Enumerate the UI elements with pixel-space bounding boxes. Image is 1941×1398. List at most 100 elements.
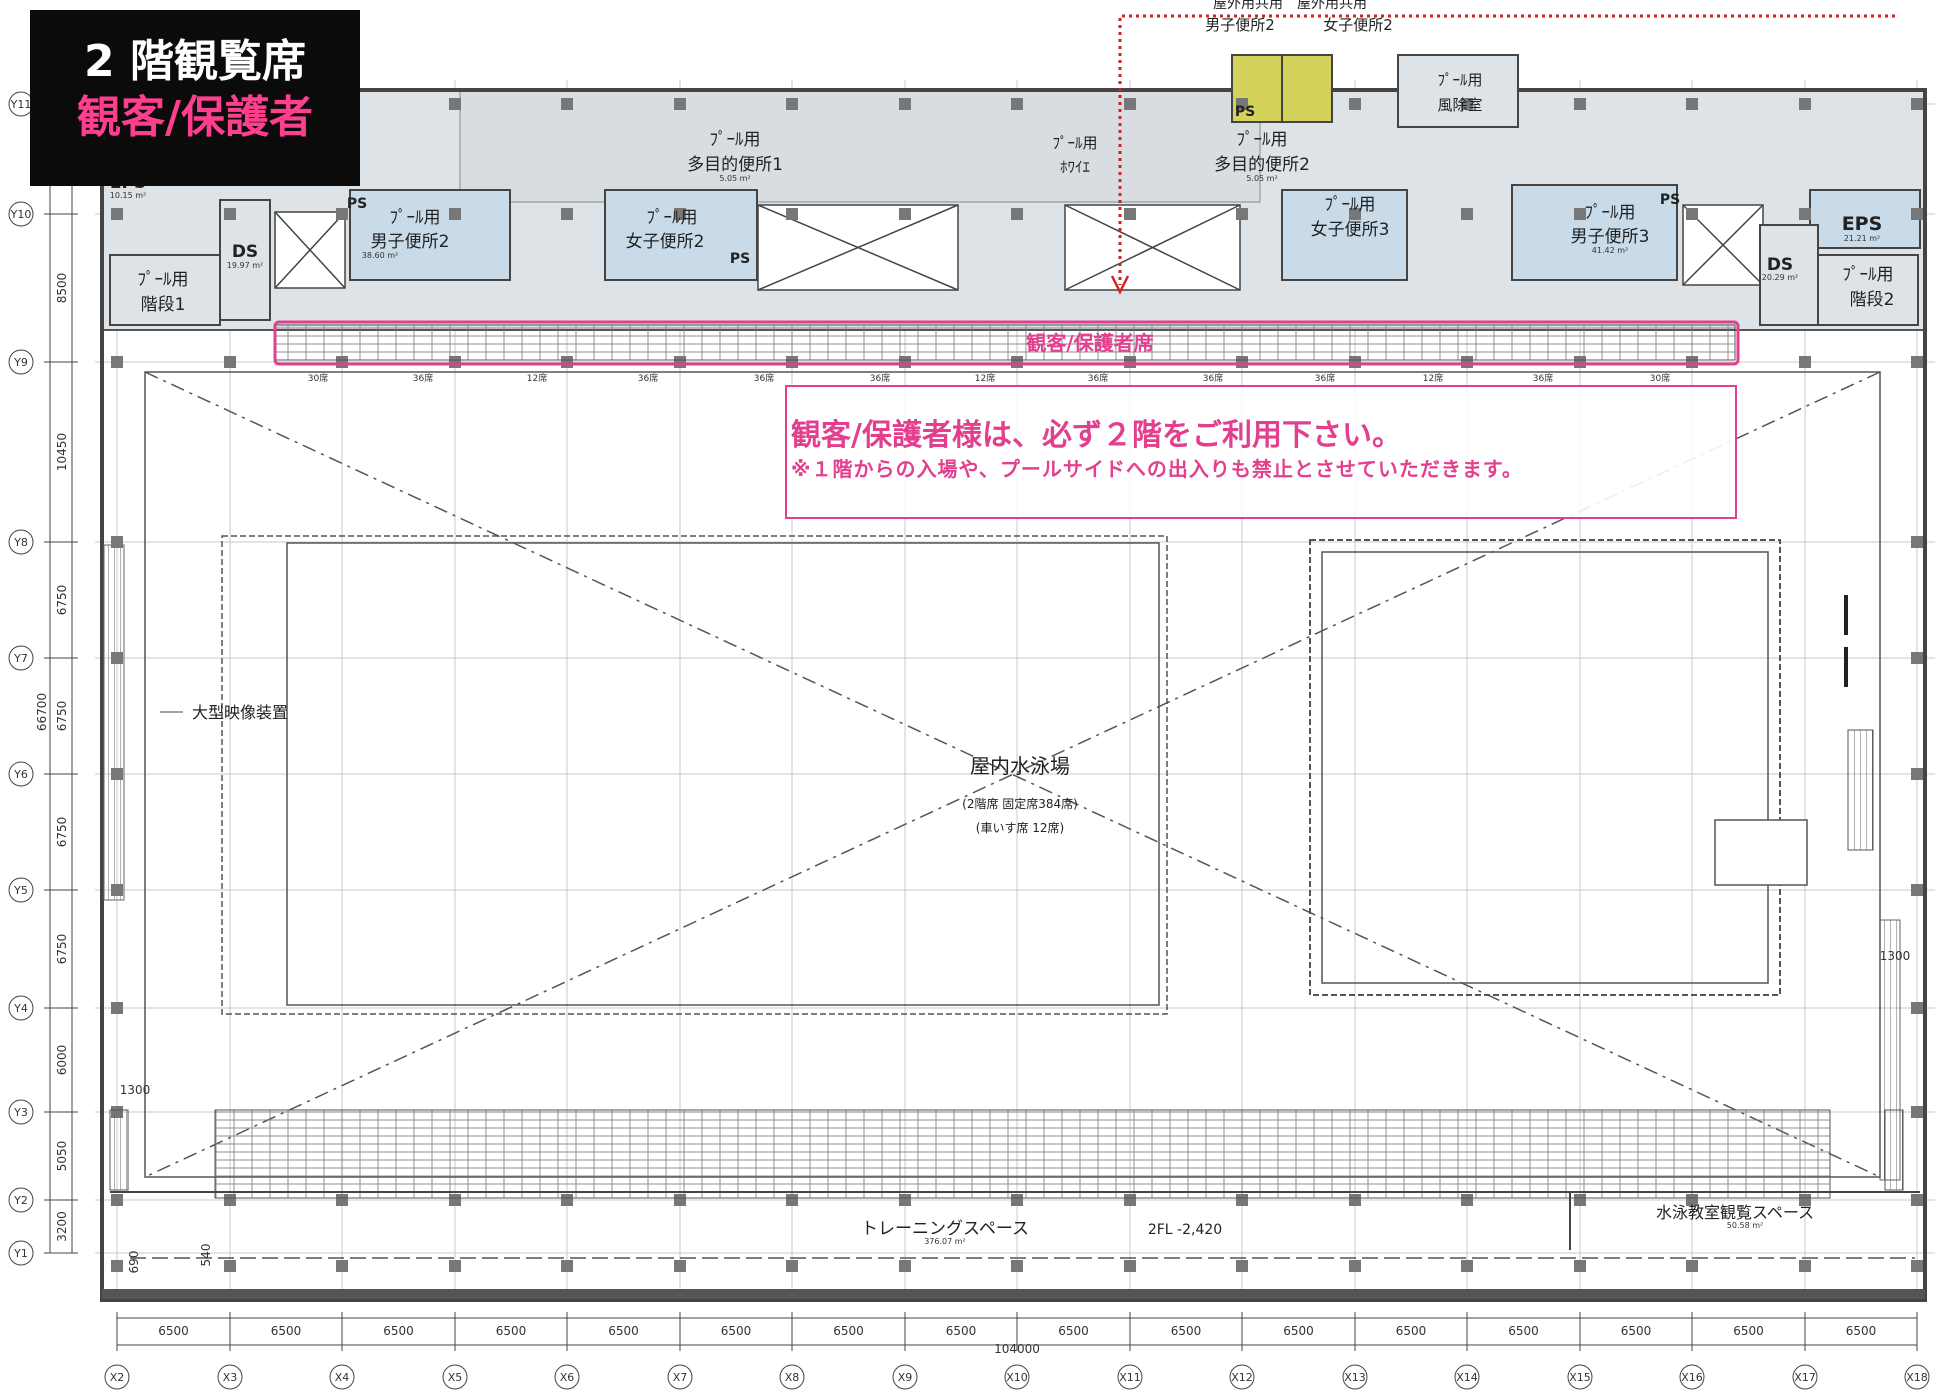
- seat-count: 30席: [308, 372, 328, 384]
- notice-box: 観客/保護者様は、必ず２階をご利用下さい。 ※１階からの入場や、プールサイドへの…: [785, 385, 1737, 519]
- x-total-dimension: 104000: [994, 1342, 1040, 1356]
- y-total-dimension: 66700: [35, 693, 49, 731]
- x-axis-marker: X7: [667, 1364, 693, 1390]
- y-span-dimension: 10450: [55, 433, 69, 471]
- notice-sub-text: ※１階からの入場や、プールサイドへの出入りも禁止とさせていただきます。: [791, 457, 1523, 481]
- x-axis-marker: X5: [442, 1364, 468, 1390]
- seat-count: 36席: [1203, 372, 1223, 384]
- y-span-dimension: 8500: [55, 273, 69, 304]
- room-area: 21.21 m²: [1844, 234, 1880, 243]
- route-arrow: [1118, 14, 1895, 285]
- ds-right: [1759, 224, 1819, 326]
- room-area: 38.60 m²: [362, 251, 398, 260]
- svg-text:X13: X13: [1344, 1371, 1366, 1384]
- room-label: ﾌﾟｰﾙ用: [710, 130, 761, 150]
- men-toilet-3: [1511, 184, 1678, 281]
- room-label: ﾌﾟｰﾙ用: [1325, 195, 1376, 215]
- room-label: EPS: [1842, 213, 1883, 235]
- men-toilet-2: [349, 189, 511, 281]
- room-label: ﾌﾟｰﾙ用: [647, 208, 698, 228]
- y-span-dimension: 6750: [55, 701, 69, 732]
- x-axis-marker: X10: [1004, 1364, 1030, 1390]
- seat-count: 12席: [1423, 372, 1443, 384]
- x-axis-marker: X11: [1117, 1364, 1143, 1390]
- svg-text:Y9: Y9: [13, 356, 28, 369]
- seat-count: 30席: [1650, 372, 1670, 384]
- seat-count: 36席: [638, 372, 658, 384]
- room-label: 多目的便所2: [1214, 155, 1310, 175]
- x-span-dimension: 6500: [1396, 1324, 1427, 1338]
- women-outdoor-label: 女子便所2: [1323, 16, 1393, 34]
- y-span-dimension: 5050: [55, 1141, 69, 1172]
- room-area: 10.15 m²: [110, 191, 146, 200]
- svg-text:Y5: Y5: [13, 884, 28, 897]
- lower-stands: [214, 1109, 1831, 1199]
- y-span-dimension: 6750: [55, 585, 69, 616]
- svg-text:X16: X16: [1681, 1371, 1703, 1384]
- svg-text:Y1: Y1: [13, 1247, 28, 1260]
- seat-count: 36席: [1088, 372, 1108, 384]
- seating-label: 観客/保護者席: [1026, 331, 1153, 355]
- women-toilet-3: [1281, 189, 1408, 281]
- central-lobby: [459, 89, 1261, 203]
- dimension-label: 690: [127, 1251, 141, 1274]
- svg-text:Y6: Y6: [13, 768, 28, 781]
- room-label: ﾎﾜｲｴ: [1060, 158, 1090, 176]
- svg-text:X8: X8: [785, 1371, 800, 1384]
- x-span-dimension: 6500: [1846, 1324, 1877, 1338]
- floor-level: 2FL -2,420: [1148, 1222, 1222, 1238]
- svg-text:X14: X14: [1456, 1371, 1478, 1384]
- main-pool-outer: [221, 535, 1168, 1015]
- training-label: トレーニングスペース: [861, 1219, 1029, 1239]
- room-label: 女子便所2: [626, 232, 705, 252]
- x-span-dimension: 6500: [1733, 1324, 1764, 1338]
- seating-highlight: [273, 320, 1740, 366]
- main-pool-inner: [286, 542, 1160, 1006]
- x-span-dimension: 6500: [158, 1324, 189, 1338]
- x-span-dimension: 6500: [1508, 1324, 1539, 1338]
- room-area: 41.42 m²: [1592, 246, 1628, 255]
- room-area: 5.05 m²: [719, 174, 750, 183]
- dimension-label: 1300: [120, 1083, 151, 1097]
- y-span-dimension: 6750: [55, 817, 69, 848]
- svg-text:X9: X9: [898, 1371, 913, 1384]
- pool-name: 屋内水泳場: [970, 754, 1070, 778]
- room-label: PS: [1235, 104, 1255, 120]
- room-label: DS: [232, 242, 258, 262]
- viewing-area: 50.58 m²: [1727, 1221, 1763, 1230]
- x-span-dimension: 6500: [1171, 1324, 1202, 1338]
- x-axis-marker: X2: [104, 1364, 130, 1390]
- svg-text:X12: X12: [1231, 1371, 1253, 1384]
- svg-text:X7: X7: [673, 1371, 688, 1384]
- x-axis-marker: X17: [1792, 1364, 1818, 1390]
- svg-text:Y4: Y4: [13, 1002, 28, 1015]
- y-axis-marker: Y4: [8, 995, 34, 1021]
- x-span-dimension: 6500: [1621, 1324, 1652, 1338]
- y-axis-marker: Y8: [8, 529, 34, 555]
- room-label: ﾌﾟｰﾙ用: [1237, 130, 1288, 150]
- room-label: ﾌﾟｰﾙ用: [1585, 203, 1636, 223]
- y-axis-marker: Y9: [8, 349, 34, 375]
- y-axis-marker: Y1: [8, 1240, 34, 1266]
- x-axis-marker: X18: [1904, 1364, 1930, 1390]
- y-axis-marker: Y5: [8, 877, 34, 903]
- seat-count: 36席: [413, 372, 433, 384]
- women-toilet-2: [604, 189, 758, 281]
- svg-text:X18: X18: [1906, 1371, 1928, 1384]
- x-span-dimension: 6500: [1058, 1324, 1089, 1338]
- svg-text:X11: X11: [1119, 1371, 1141, 1384]
- room-label: PS: [347, 196, 367, 212]
- svg-text:X17: X17: [1794, 1371, 1816, 1384]
- room-label: 男子便所2: [371, 232, 450, 252]
- x-span-dimension: 6500: [271, 1324, 302, 1338]
- stair-2: [1817, 254, 1919, 326]
- title-line-1: 2 階観覧席: [84, 36, 306, 87]
- seat-count: 12席: [975, 372, 995, 384]
- title-line-2: 観客/保護者: [76, 92, 314, 143]
- training-area: 376.07 m²: [924, 1237, 966, 1246]
- y-axis-marker: Y2: [8, 1187, 34, 1213]
- room-label: ﾌﾟｰﾙ用: [390, 208, 441, 228]
- x-axis-marker: X3: [217, 1364, 243, 1390]
